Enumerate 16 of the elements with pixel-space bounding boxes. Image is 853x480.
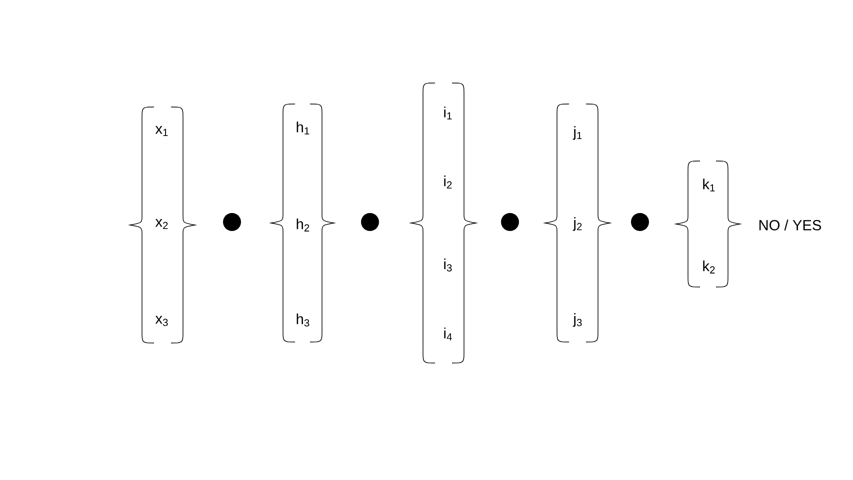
outcome-label: NO / YES [759,220,822,230]
variable-label: h$_{1}$ [296,122,310,134]
variable-label: i$_{3}$ [444,258,452,272]
variable-label: i$_{2}$ [444,176,452,188]
variable-label: k$_{2}$ [703,260,715,274]
variable-label: i$_{4}$ [444,328,452,340]
variable-label: h$_{3}$ [296,313,310,326]
variable-label: j$_{3}$ [572,313,582,327]
variable-label: x$_{3}$ [155,316,168,326]
variable-label: x$_{1}$ [155,126,168,136]
variable-label: j$_{1}$ [572,126,582,140]
variable-label: x$_{2}$ [155,218,168,230]
variable-label: i$_{1}$ [444,106,452,120]
variable-label: j$_{2}$ [572,217,582,231]
variable-label: k$_{1}$ [703,178,715,192]
variable-label: h$_{2}$ [296,218,310,232]
